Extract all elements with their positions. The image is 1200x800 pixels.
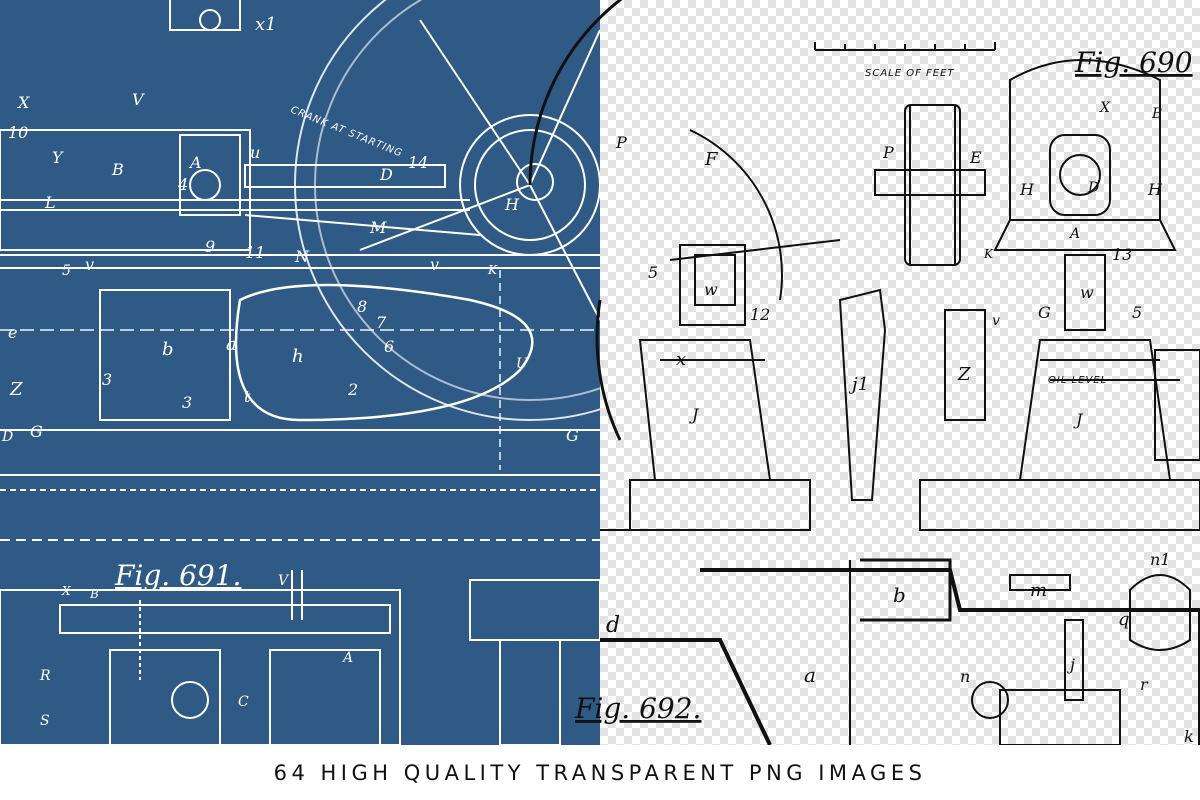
- part-letter: V: [278, 573, 290, 589]
- part-letter: 3: [182, 393, 192, 412]
- part-letter: m: [1030, 580, 1047, 601]
- figure-label-691: Fig. 691.: [114, 559, 241, 592]
- part-letter: x: [676, 349, 686, 370]
- part-letter: 8: [357, 297, 367, 316]
- part-letter: X: [16, 93, 30, 112]
- part-letter: v: [992, 313, 1000, 329]
- part-letter: D: [1, 429, 13, 445]
- part-letter: w: [704, 280, 718, 299]
- part-letter: 9: [205, 237, 215, 256]
- part-letter: 5: [1132, 303, 1142, 322]
- part-letter: k: [1184, 727, 1194, 746]
- part-letter: C: [238, 694, 249, 710]
- part-letter: 5: [62, 263, 71, 279]
- part-letter: S: [40, 713, 50, 729]
- part-letter: Z: [957, 364, 971, 385]
- part-letter: 6: [384, 337, 394, 356]
- part-letter: x1: [255, 14, 277, 35]
- part-letter: F: [704, 149, 719, 170]
- transparent-engine-drawing: SCALE OF FEET OIL LEVEL Fig. 690 Fig. 69…: [528, 0, 1200, 746]
- caption-bar: 64 HIGH QUALITY TRANSPARENT PNG IMAGES: [0, 745, 1200, 800]
- part-letter: D: [1087, 180, 1099, 196]
- part-letter: P: [615, 133, 627, 152]
- part-letter: b: [893, 583, 906, 607]
- part-letter: Y: [52, 148, 64, 167]
- crank-annotation: CRANK AT STARTING: [289, 105, 404, 160]
- part-letter: j1: [848, 374, 869, 395]
- part-letter: G: [1038, 303, 1051, 322]
- part-letter: w: [1080, 283, 1094, 302]
- part-letter: 5: [648, 263, 658, 282]
- part-letter: 7: [376, 313, 387, 332]
- part-letter: H: [1019, 180, 1035, 199]
- part-letter: H: [504, 195, 520, 214]
- product-caption: 64 HIGH QUALITY TRANSPARENT PNG IMAGES: [273, 760, 927, 785]
- part-letter: 4: [177, 175, 188, 194]
- part-letter: M: [369, 218, 387, 237]
- part-letter: a: [226, 334, 237, 355]
- part-letter: Z: [9, 379, 23, 400]
- part-letter: 10: [8, 123, 28, 142]
- part-letter: 13: [1112, 245, 1132, 264]
- part-letter: G: [30, 422, 43, 441]
- part-letter: A: [188, 153, 202, 172]
- part-letter: J: [1073, 410, 1084, 429]
- part-letter: 14: [408, 153, 428, 172]
- part-letter: e: [8, 323, 17, 342]
- part-letter: n: [960, 667, 970, 686]
- part-letter: q: [1118, 609, 1130, 630]
- part-letter: 12: [750, 305, 770, 324]
- part-letter: t: [244, 387, 251, 406]
- part-letter: 3: [102, 370, 112, 389]
- part-letter: r: [1140, 675, 1149, 694]
- part-letter: E: [969, 148, 982, 167]
- part-letter: R: [39, 668, 51, 684]
- part-letter: X: [61, 584, 71, 598]
- part-letter: K: [487, 263, 498, 277]
- part-letter: d: [606, 613, 620, 638]
- part-letter: H: [1147, 180, 1163, 199]
- part-letter: b: [162, 339, 174, 360]
- part-letter: U: [516, 356, 529, 372]
- blueprint-panel: CRANK AT STARTING Fig. 691. X V B A 4 10…: [0, 0, 766, 746]
- part-letter: D: [379, 165, 393, 184]
- part-letter: L: [44, 193, 56, 212]
- part-letter: N: [294, 247, 310, 266]
- figure-label-690: Fig. 690: [1074, 46, 1193, 79]
- oil-level-label: OIL LEVEL: [1048, 375, 1107, 386]
- part-letter: X: [1099, 100, 1111, 116]
- part-letter: n1: [1150, 550, 1170, 569]
- part-letter: P: [882, 143, 894, 162]
- part-letter: a: [804, 663, 816, 687]
- part-letter: u: [250, 143, 260, 162]
- part-letter: 11: [245, 243, 265, 262]
- part-letter: h: [292, 346, 304, 367]
- part-letter: B: [111, 160, 124, 179]
- part-letter: 2: [347, 380, 358, 399]
- part-letter: B: [89, 587, 99, 601]
- figure-label-692: Fig. 692.: [574, 692, 701, 725]
- scale-of-feet-label: SCALE OF FEET: [865, 68, 955, 79]
- part-letter: A: [1068, 226, 1080, 242]
- part-letter: A: [341, 650, 353, 666]
- part-letter: B: [1151, 106, 1162, 122]
- part-letter: G: [566, 426, 579, 445]
- blueprint-engine-drawing: CRANK AT STARTING Fig. 691. X V B A 4 10…: [0, 0, 766, 746]
- part-letter: J: [689, 405, 700, 424]
- part-letter: K: [983, 247, 994, 261]
- part-letter: V: [132, 90, 145, 109]
- part-letter: v: [85, 255, 94, 274]
- part-letter: v: [430, 255, 439, 274]
- part-letter: j: [1067, 655, 1075, 674]
- transparent-panel: SCALE OF FEET OIL LEVEL Fig. 690 Fig. 69…: [528, 0, 1200, 746]
